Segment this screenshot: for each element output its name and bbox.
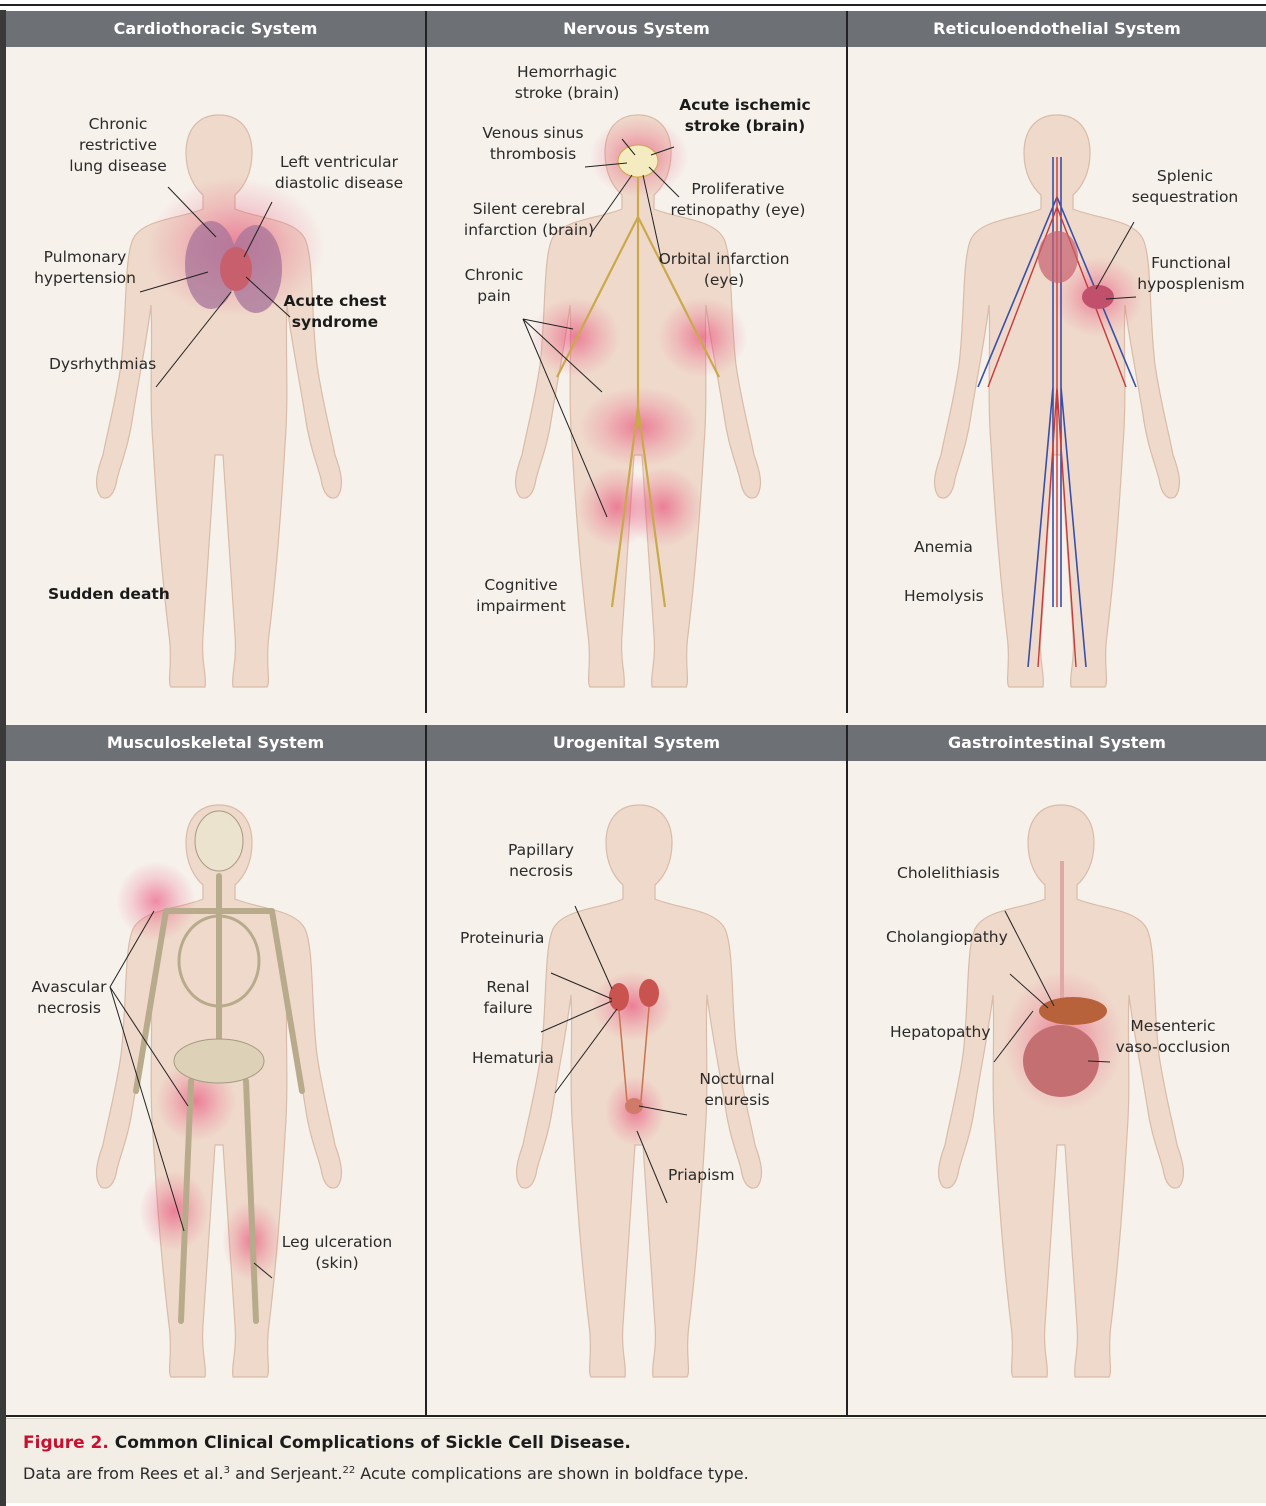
label-mesenteric-vaso-occlusion: Mesenteric vaso-occlusion <box>1110 1016 1236 1058</box>
panel-nervous: Nervous System Hemorrhagic stroke (brain… <box>427 11 846 713</box>
panel-urogenital: Urogenital System Papillary necrosis Pro… <box>427 725 846 1415</box>
bottom-rule <box>6 1415 1266 1417</box>
caption-text: Data are from Rees et al.3 and Serjeant.… <box>23 1464 749 1483</box>
label-priapism: Priapism <box>668 1165 735 1186</box>
label-splenic-sequestration: Splenic sequestration <box>1125 166 1245 208</box>
caption-text-part3: Acute complications are shown in boldfac… <box>355 1464 749 1483</box>
panel-title-nervous: Nervous System <box>427 11 846 47</box>
esophagus <box>1060 861 1064 1001</box>
pelvis <box>174 1039 264 1083</box>
label-chronic-restrictive-lung-disease: Chronic restrictive lung disease <box>68 114 168 177</box>
heart <box>220 247 252 291</box>
reticuloendothelial-body-figure <box>848 47 1266 713</box>
heart <box>1038 231 1078 283</box>
panel-title-urogenital: Urogenital System <box>427 725 846 761</box>
panel-title-cardiothoracic: Cardiothoracic System <box>6 11 425 47</box>
arm-highlight <box>658 297 748 377</box>
musculoskeletal-body-figure <box>6 761 425 1415</box>
label-left-ventricular-diastolic-disease: Left ventricular diastolic disease <box>264 152 414 194</box>
label-proteinuria: Proteinuria <box>460 928 544 949</box>
panel-title-musculoskeletal: Musculoskeletal System <box>6 725 425 761</box>
caption-text-part1: Data are from Rees et al. <box>23 1464 224 1483</box>
shoulder-highlight <box>116 861 196 941</box>
label-hemolysis: Hemolysis <box>904 586 984 607</box>
label-nocturnal-enuresis: Nocturnal enuresis <box>687 1069 787 1111</box>
label-dysrhythmias: Dysrhythmias <box>49 354 156 375</box>
gastrointestinal-body-figure <box>848 761 1266 1415</box>
liver <box>1039 997 1107 1025</box>
label-leg-ulceration: Leg ulceration (skin) <box>272 1232 402 1274</box>
label-renal-failure: Renal failure <box>473 977 543 1019</box>
label-hematuria: Hematuria <box>472 1048 554 1069</box>
panel-cardiothoracic: Cardiothoracic System Chronic restrictiv… <box>6 11 425 713</box>
panel-reticuloendothelial: Reticuloendothelial System Splenic seque… <box>848 11 1266 713</box>
panel-title-gastrointestinal: Gastrointestinal System <box>848 725 1266 761</box>
panel-musculoskeletal: Musculoskeletal System Avascular necrosi… <box>6 725 425 1415</box>
label-silent-cerebral-infarction: Silent cerebral infarction (brain) <box>459 199 599 241</box>
row-gap <box>6 713 1266 725</box>
skull <box>195 811 243 871</box>
label-cognitive-impairment: Cognitive impairment <box>471 575 571 617</box>
leg-highlight <box>623 467 703 547</box>
label-chronic-pain: Chronic pain <box>459 265 529 307</box>
caption-title: Common Clinical Complications of Sickle … <box>115 1433 631 1453</box>
intestines <box>1023 1025 1099 1097</box>
knee-highlight <box>139 1171 209 1251</box>
right-kidney <box>639 979 659 1007</box>
caption-title-line: Figure 2. Common Clinical Complications … <box>23 1433 631 1453</box>
label-acute-chest-syndrome: Acute chest syndrome <box>280 291 390 333</box>
label-papillary-necrosis: Papillary necrosis <box>491 840 591 882</box>
left-kidney <box>609 983 629 1011</box>
label-anemia: Anemia <box>914 537 973 558</box>
brain <box>618 145 658 177</box>
reference-22: 22 <box>342 1465 355 1476</box>
panel-gastrointestinal: Gastrointestinal System Cholelithiasis C… <box>848 725 1266 1415</box>
label-avascular-necrosis: Avascular necrosis <box>24 977 114 1019</box>
figure-caption: Figure 2. Common Clinical Complications … <box>6 1418 1266 1503</box>
label-cholangiopathy: Cholangiopathy <box>886 927 1008 948</box>
label-sudden-death: Sudden death <box>48 584 170 605</box>
label-acute-ischemic-stroke: Acute ischemic stroke (brain) <box>675 95 815 137</box>
label-pulmonary-hypertension: Pulmonary hypertension <box>30 247 140 289</box>
kidney-highlight <box>592 971 672 1041</box>
label-functional-hyposplenism: Functional hyposplenism <box>1131 253 1251 295</box>
spleen <box>1082 285 1114 309</box>
arm-highlight <box>530 297 620 377</box>
panel-title-reticuloendothelial: Reticuloendothelial System <box>848 11 1266 47</box>
label-orbital-infarction: Orbital infarction (eye) <box>649 249 799 291</box>
label-hemorrhagic-stroke: Hemorrhagic stroke (brain) <box>507 62 627 104</box>
caption-text-part2: and Serjeant. <box>230 1464 342 1483</box>
top-rule <box>0 4 1266 6</box>
figure-number: Figure 2. <box>23 1433 109 1453</box>
label-cholelithiasis: Cholelithiasis <box>897 863 1000 884</box>
label-venous-sinus-thrombosis: Venous sinus thrombosis <box>473 123 593 165</box>
label-proliferative-retinopathy: Proliferative retinopathy (eye) <box>663 179 813 221</box>
label-hepatopathy: Hepatopathy <box>890 1022 991 1043</box>
